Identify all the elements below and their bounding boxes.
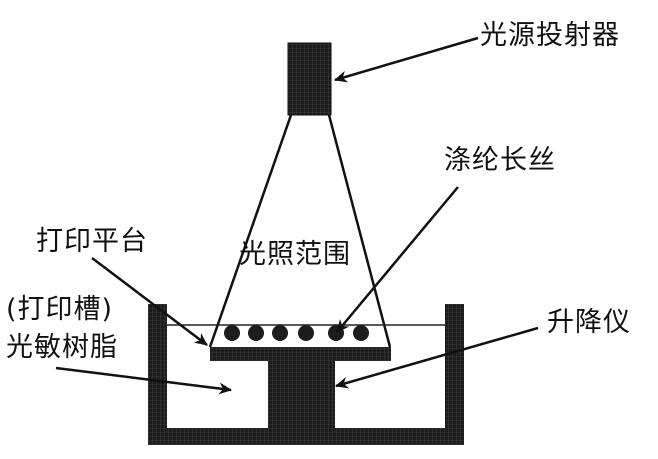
tank-floor <box>148 428 464 445</box>
filament-circle <box>353 325 369 341</box>
lifter-arrow <box>335 326 539 389</box>
label-tank: (打印槽) <box>6 294 114 325</box>
filament-arrow <box>336 186 459 333</box>
platform-arrow <box>91 257 208 346</box>
tank-right-wall <box>445 304 464 445</box>
label-polyester-filament: 涤纶长丝 <box>444 145 556 176</box>
filament-circle <box>248 325 264 341</box>
label-resin: 光敏树脂 <box>6 332 118 363</box>
lifter-stem <box>268 361 335 428</box>
filament-circle <box>272 325 288 341</box>
label-projector: 光源投射器 <box>480 20 620 51</box>
filaments <box>224 325 369 341</box>
print-platform <box>210 347 391 361</box>
label-illumination-range: 光照范围 <box>239 239 351 270</box>
label-lifter: 升降仪 <box>547 307 631 338</box>
filament-circle <box>298 325 314 341</box>
filament-circle <box>224 325 240 341</box>
tank-left-wall <box>148 304 167 445</box>
print-tank <box>148 304 464 445</box>
projector-box <box>287 42 332 116</box>
light-cone-left <box>208 114 293 348</box>
projector-arrow <box>334 36 479 83</box>
light-cone-right <box>327 114 392 348</box>
resin-arrow <box>55 366 232 395</box>
label-print-platform: 打印平台 <box>36 226 148 257</box>
